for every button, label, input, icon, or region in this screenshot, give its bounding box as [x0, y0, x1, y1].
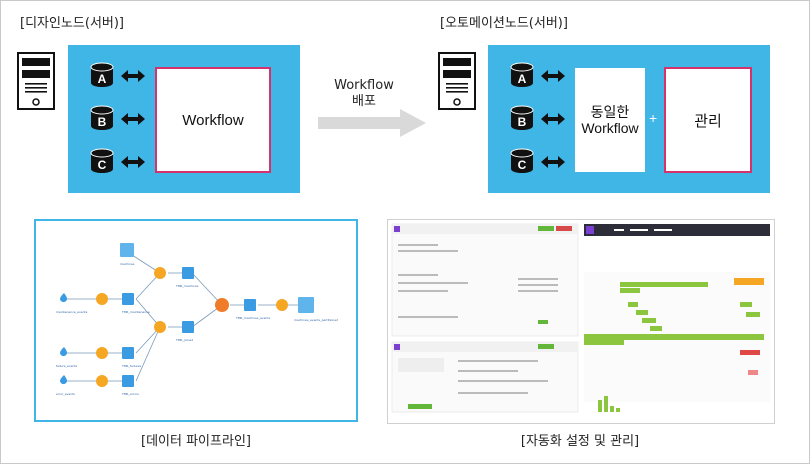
svg-text:error_events: error_events: [56, 392, 75, 396]
database-icon: [90, 148, 114, 173]
database-label-c: C: [517, 158, 527, 172]
svg-text:machines_events_partitioned: machines_events_partitioned: [294, 318, 338, 322]
workflow-label: Workflow: [182, 111, 244, 129]
plus-sign: +: [649, 110, 658, 126]
database-icon: [90, 105, 114, 130]
deploy-label-line2: 배포: [352, 94, 376, 109]
pipeline-flow-graphic: maintenance_events failure_events error_…: [56, 243, 338, 396]
svg-text:failure_events: failure_events: [56, 364, 78, 368]
database-icon: [510, 105, 534, 130]
database-icon: [510, 148, 534, 173]
same-workflow-box: 동일한 Workflow: [575, 68, 645, 172]
bidirectional-arrow-icon: [541, 70, 565, 168]
manage-box: 관리: [664, 67, 752, 173]
svg-text:maintenance_events: maintenance_events: [56, 310, 88, 314]
server-icon: [438, 52, 476, 110]
server-icon: [17, 52, 55, 110]
deploy-label: Workflow 배포: [322, 78, 406, 110]
deploy-arrow-icon: [318, 109, 426, 137]
pipeline-screenshot: maintenance_events failure_events error_…: [34, 219, 358, 422]
same-workflow-line2: Workflow: [581, 120, 639, 136]
svg-text:TMR_failures: TMR_failures: [121, 364, 141, 368]
database-icon: [510, 62, 534, 87]
svg-text:TMR_machines_events: TMR_machines_events: [235, 316, 271, 320]
svg-text:TMR_machines: TMR_machines: [175, 284, 199, 288]
manage-label: 관리: [694, 112, 722, 130]
database-icon: [90, 62, 114, 87]
automation-screenshot: [387, 219, 775, 424]
database-label-c: C: [97, 158, 107, 172]
svg-text:TMR_errors: TMR_errors: [121, 392, 139, 396]
same-workflow-line1: 동일한: [590, 104, 630, 120]
automation-node-title: [오토메이션노드(서버)]: [440, 16, 568, 31]
automation-caption: [자동화 설정 및 관리]: [520, 434, 640, 449]
database-column: [510, 62, 565, 173]
workflow-box: Workflow: [155, 67, 271, 173]
svg-text:TMR_joined: TMR_joined: [175, 338, 193, 342]
database-label-a: A: [97, 72, 107, 86]
deploy-label-line1: Workflow: [334, 78, 394, 93]
database-label-a: A: [517, 72, 527, 86]
svg-text:TMR_maintenance: TMR_maintenance: [121, 310, 150, 314]
database-label-b: B: [517, 115, 527, 129]
bidirectional-arrow-icon: [121, 70, 145, 168]
pipeline-caption: [데이터 파이프라인]: [141, 434, 251, 449]
database-column: [90, 62, 145, 173]
svg-text:machines: machines: [120, 262, 135, 266]
automation-ui-graphic: [391, 223, 770, 420]
database-label-b: B: [97, 115, 107, 129]
design-node-title: [디자인노드(서버)]: [20, 16, 125, 31]
